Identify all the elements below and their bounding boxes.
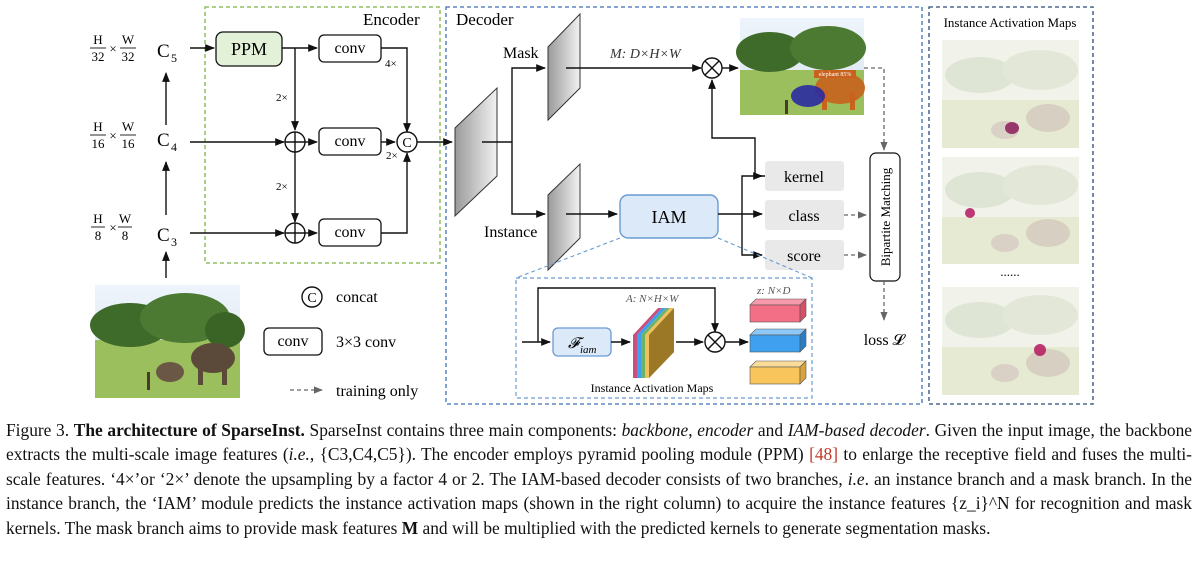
svg-text:2×: 2×	[386, 150, 398, 162]
encoder-title: Encoder	[363, 10, 420, 29]
decoder-box	[445, 6, 923, 405]
z-label: z: N×D	[756, 285, 790, 297]
svg-text:H: H	[93, 119, 102, 134]
svg-text:2×: 2×	[276, 181, 288, 193]
c3-label: H 8 × W 8 C 3	[91, 211, 177, 249]
caption-iam-decoder: IAM-based decoder	[787, 420, 926, 440]
svg-text:W: W	[119, 211, 132, 226]
svg-text:32: 32	[122, 49, 135, 64]
svg-text:IAM: IAM	[652, 207, 687, 227]
caption-ie-2: i.e	[847, 468, 865, 489]
input-image	[90, 285, 245, 398]
caption-text-4: to enlarge the receptive field and fuses…	[6, 444, 1192, 489]
bipartite-matching-box	[869, 152, 901, 282]
legend-conv-label: 3×3 conv	[336, 334, 396, 351]
svg-text:W: W	[122, 119, 135, 134]
svg-text:H: H	[93, 32, 102, 47]
svg-text:5: 5	[171, 51, 177, 65]
caption-fig: Figure 3.	[6, 420, 70, 440]
legend-training-label: training only	[336, 383, 418, 400]
caption-backbone: backbone	[621, 420, 689, 440]
legend-conv-box	[263, 327, 323, 356]
mask-feature-map	[547, 12, 581, 122]
c4-label: H 16 × W 16 C 4	[90, 119, 177, 154]
svg-text:C: C	[307, 291, 316, 306]
ppm-block	[215, 31, 283, 67]
svg-text:3: 3	[171, 235, 177, 249]
legend-concat-label: concat	[336, 289, 378, 306]
svg-text:×: ×	[109, 41, 116, 56]
inset-caption: Instance Activation Maps	[591, 381, 714, 395]
caption-M: M	[401, 517, 419, 538]
caption-text-5: . an instance branch and a mask branch. …	[6, 468, 1192, 538]
instance-feature-map	[547, 162, 581, 272]
output-segmentation-image: elephant 85%	[736, 18, 866, 115]
a-map-label: A: N×H×W	[625, 293, 679, 305]
activation-map-1	[942, 40, 1079, 148]
svg-text:C: C	[157, 225, 170, 246]
caption-encoder: encoder	[697, 420, 754, 440]
svg-text:conv: conv	[334, 133, 365, 150]
svg-text:32: 32	[92, 49, 105, 64]
activation-map-stack	[633, 308, 674, 378]
legend-concat-icon	[301, 286, 323, 308]
mask-branch-label: Mask	[503, 45, 539, 62]
decoder-feature-map	[454, 86, 498, 218]
instance-branch-label: Instance	[484, 224, 537, 241]
c5-label: H 32 × W 32 C 5	[90, 32, 177, 65]
loss-label: loss 𝓛	[864, 332, 907, 349]
decoder-title: Decoder	[456, 10, 514, 29]
instance-feature-z-red	[749, 298, 807, 323]
maps-ellipsis: ......	[1000, 264, 1020, 279]
iam-module	[619, 194, 719, 239]
encoder-box	[204, 6, 441, 264]
svg-text:C: C	[402, 136, 411, 151]
mask-feature-label: M: D×H×W	[609, 47, 682, 62]
svg-text:conv: conv	[277, 333, 308, 350]
ppm-label: PPM	[231, 39, 267, 59]
activation-map-3	[942, 287, 1079, 395]
svg-text:Bipartite Matching: Bipartite Matching	[878, 167, 893, 266]
caption-text-6: and will be multiplied with the predicte…	[422, 517, 991, 538]
svg-text:class: class	[788, 208, 819, 225]
svg-text:×: ×	[109, 220, 116, 235]
svg-text:8: 8	[95, 228, 102, 243]
svg-text:4: 4	[171, 140, 177, 154]
svg-text:elephant 85%: elephant 85%	[819, 72, 852, 78]
caption-text-1: SparseInst contains three main component…	[309, 420, 617, 440]
caption-and: and	[757, 420, 784, 440]
svg-text:conv: conv	[334, 40, 365, 57]
svg-text:×: ×	[109, 128, 116, 143]
svg-text:16: 16	[92, 136, 106, 151]
caption-comma: ,	[688, 420, 693, 440]
citation-link[interactable]: [48]	[809, 444, 839, 465]
kernel-head	[765, 161, 844, 191]
caption-text-3: , {C3,C4,C5}). The encoder employs pyram…	[309, 444, 804, 465]
svg-text:16: 16	[122, 136, 136, 151]
svg-text:iam: iam	[580, 344, 597, 356]
svg-text:score: score	[787, 248, 821, 265]
activation-map-2	[942, 157, 1079, 264]
svg-text:C: C	[157, 130, 170, 151]
svg-text:kernel: kernel	[784, 169, 825, 186]
svg-text:W: W	[122, 32, 135, 47]
instance-feature-z-blue	[749, 328, 807, 353]
svg-text:2×: 2×	[276, 92, 288, 104]
instance-feature-z-yellow	[749, 360, 807, 385]
svg-text:H: H	[93, 211, 102, 226]
caption-title: The architecture of SparseInst.	[73, 420, 305, 440]
architecture-diagram: Encoder Decoder Instance Activation Maps…	[90, 6, 1094, 405]
svg-text:8: 8	[122, 228, 129, 243]
svg-text:4×: 4×	[385, 58, 397, 70]
iam-maps-title: Instance Activation Maps	[944, 15, 1077, 30]
caption-text-2: . Given the input image, the backbone ex…	[6, 420, 1193, 465]
class-head	[765, 200, 844, 230]
svg-text:conv: conv	[334, 224, 365, 241]
iam-inset	[515, 277, 813, 399]
figure-caption: Figure 3. The architecture of SparseInst…	[6, 418, 1192, 540]
caption-ie: i.e.	[288, 444, 310, 465]
score-head	[765, 240, 844, 270]
svg-text:C: C	[157, 41, 170, 62]
